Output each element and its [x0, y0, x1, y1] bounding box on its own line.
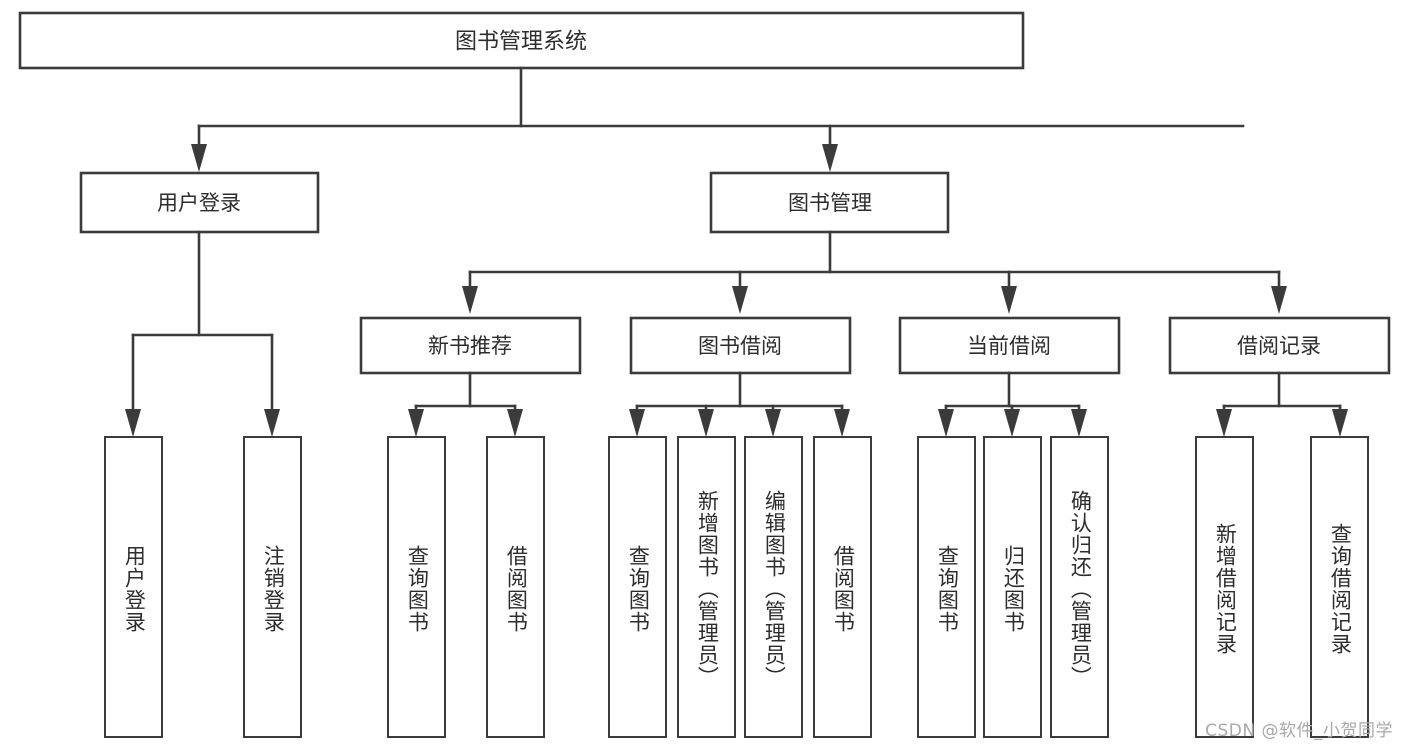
leaf-label: 新增图书（管理员）: [695, 490, 720, 688]
arrow-head-icon: [1271, 286, 1287, 314]
arrow-head-icon: [698, 409, 714, 437]
leaf-record-add[interactable]: 新增借阅记录: [1195, 436, 1254, 738]
arrow-head-icon: [264, 409, 280, 437]
arrow-head-icon: [822, 144, 838, 172]
leaf-label: 新增借阅记录: [1213, 523, 1238, 655]
connector-borrow-record-to-leaves: [1216, 371, 1348, 437]
node-current-borrow[interactable]: 当前借阅: [898, 316, 1121, 375]
watermark: CSDN @软件_小贺同学: [1205, 721, 1393, 741]
new-book-recommend-box-rect: [359, 316, 582, 375]
book-borrow-box-label: 图书借阅: [698, 334, 782, 358]
connector-book-borrow-to-leaves: [629, 371, 850, 437]
new-book-recommend-box-label: 新书推荐: [428, 334, 512, 358]
leaf-record-query[interactable]: 查询借阅记录: [1310, 436, 1369, 738]
connector-root-to-level2: [191, 66, 1245, 172]
arrow-head-icon: [1071, 409, 1087, 437]
leaf-label: 借阅图书: [831, 545, 856, 633]
leaf-recommend-query-book[interactable]: 查询图书: [387, 436, 446, 738]
connector-current-borrow-to-leaves: [938, 371, 1087, 437]
node-book-management[interactable]: 图书管理: [709, 171, 950, 234]
node-new-book-recommend[interactable]: 新书推荐: [359, 316, 582, 375]
leaf-label: 查询图书: [935, 545, 960, 633]
leaf-current-query-book[interactable]: 查询图书: [917, 436, 976, 738]
current-borrow-box-rect: [898, 316, 1121, 375]
arrow-head-icon: [462, 286, 478, 314]
borrow-record-box-label: 借阅记录: [1237, 334, 1321, 358]
current-borrow-box-label: 当前借阅: [967, 334, 1051, 358]
leaf-label: 查询图书: [626, 545, 651, 633]
arrow-head-icon: [408, 409, 424, 437]
connector-user-login-to-leaves: [125, 230, 280, 437]
leaf-user-login[interactable]: 用户登录: [104, 436, 163, 738]
connector-new-book-recommend-to-leaves: [408, 371, 523, 437]
arrow-head-icon: [507, 409, 523, 437]
arrow-head-icon: [732, 286, 748, 314]
node-root[interactable]: 图书管理系统: [18, 11, 1025, 70]
arrow-head-icon: [765, 409, 781, 437]
node-user-login[interactable]: 用户登录: [79, 171, 320, 234]
user-login-box-label: 用户登录: [157, 191, 241, 215]
leaf-user-logout[interactable]: 注销登录: [243, 436, 302, 738]
arrow-head-icon: [1004, 409, 1020, 437]
root-box-rect: [18, 11, 1025, 70]
arrow-head-icon: [191, 144, 207, 172]
arrow-head-icon: [1216, 409, 1232, 437]
leaf-borrow-add-book[interactable]: 新增图书（管理员）: [677, 436, 736, 738]
connector-book-management-to-level3: [462, 230, 1287, 314]
arrow-head-icon: [125, 409, 141, 437]
root-box-label: 图书管理系统: [455, 30, 587, 55]
book-management-box-label: 图书管理: [788, 191, 872, 215]
leaf-label: 查询借阅记录: [1328, 523, 1353, 655]
node-book-borrow[interactable]: 图书借阅: [629, 316, 852, 375]
leaf-label: 确认归还（管理员）: [1068, 490, 1093, 688]
leaf-recommend-borrow-book[interactable]: 借阅图书: [486, 436, 545, 738]
leaf-current-return-book[interactable]: 归还图书: [983, 436, 1042, 738]
leaf-label: 编辑图书（管理员）: [762, 490, 787, 688]
leaf-label: 归还图书: [1001, 545, 1026, 633]
leaf-borrow-borrow-book[interactable]: 借阅图书: [813, 436, 872, 738]
leaf-borrow-edit-book[interactable]: 编辑图书（管理员）: [744, 436, 803, 738]
node-borrow-record[interactable]: 借阅记录: [1168, 316, 1391, 375]
leaf-label: 用户登录: [122, 545, 147, 633]
book-borrow-box-rect: [629, 316, 852, 375]
arrow-head-icon: [629, 409, 645, 437]
arrow-head-icon: [1332, 409, 1348, 437]
leaf-label: 查询图书: [405, 545, 430, 633]
arrow-head-icon: [938, 409, 954, 437]
arrow-head-icon: [834, 409, 850, 437]
leaf-label: 借阅图书: [504, 545, 529, 633]
leaf-current-confirm-return[interactable]: 确认归还（管理员）: [1050, 436, 1109, 738]
arrow-head-icon: [1001, 286, 1017, 314]
leaf-borrow-query-book[interactable]: 查询图书: [608, 436, 667, 738]
leaf-label: 注销登录: [261, 545, 286, 633]
